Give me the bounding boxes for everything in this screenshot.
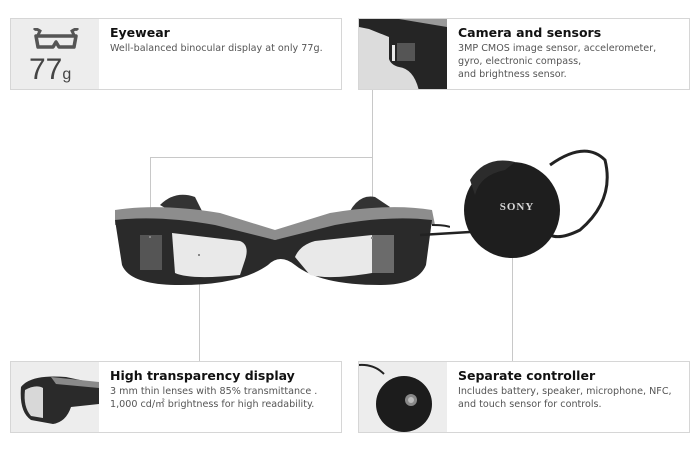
feature-description: Well-balanced binocular display at only …	[110, 43, 323, 54]
feature-card-camera: Camera and sensors 3MP CMOS image sensor…	[358, 18, 690, 90]
feature-card-display: High transparency display 3 mm thin lens…	[10, 361, 342, 433]
weight-value: 77	[29, 53, 63, 86]
marker-dot	[149, 236, 151, 238]
marker-dot	[198, 254, 200, 256]
feature-description: 3MP CMOS image sensor, accelerometer, gy…	[458, 43, 657, 80]
feature-title: High transparency display	[110, 368, 295, 383]
glasses-icon	[32, 28, 80, 49]
feature-title: Eyewear	[110, 25, 170, 40]
sony-logo: SONY	[500, 201, 535, 213]
connector-line	[372, 89, 373, 239]
connector-line	[199, 253, 200, 361]
feature-title: Separate controller	[458, 368, 596, 383]
marker-dot	[371, 237, 373, 239]
weight-badge: 77g	[11, 19, 99, 89]
controller-closeup-image	[359, 362, 447, 432]
feature-title: Camera and sensors	[458, 25, 602, 40]
lens-closeup-image	[11, 362, 99, 432]
weight-unit: g	[62, 66, 72, 83]
smart-glasses-illustration	[115, 194, 450, 285]
feature-card-eyewear: 77g Eyewear Well-balanced binocular disp…	[10, 18, 342, 90]
connector-line	[150, 157, 373, 158]
connector-line	[512, 245, 513, 361]
feature-card-controller: Separate controller Includes battery, sp…	[358, 361, 690, 433]
controller-illustration: SONY	[420, 149, 609, 258]
feature-description: 3 mm thin lenses with 85% transmittance …	[110, 386, 318, 410]
connector-line	[150, 157, 151, 239]
camera-closeup-image	[359, 19, 447, 89]
feature-description: Includes battery, speaker, microphone, N…	[458, 386, 672, 410]
